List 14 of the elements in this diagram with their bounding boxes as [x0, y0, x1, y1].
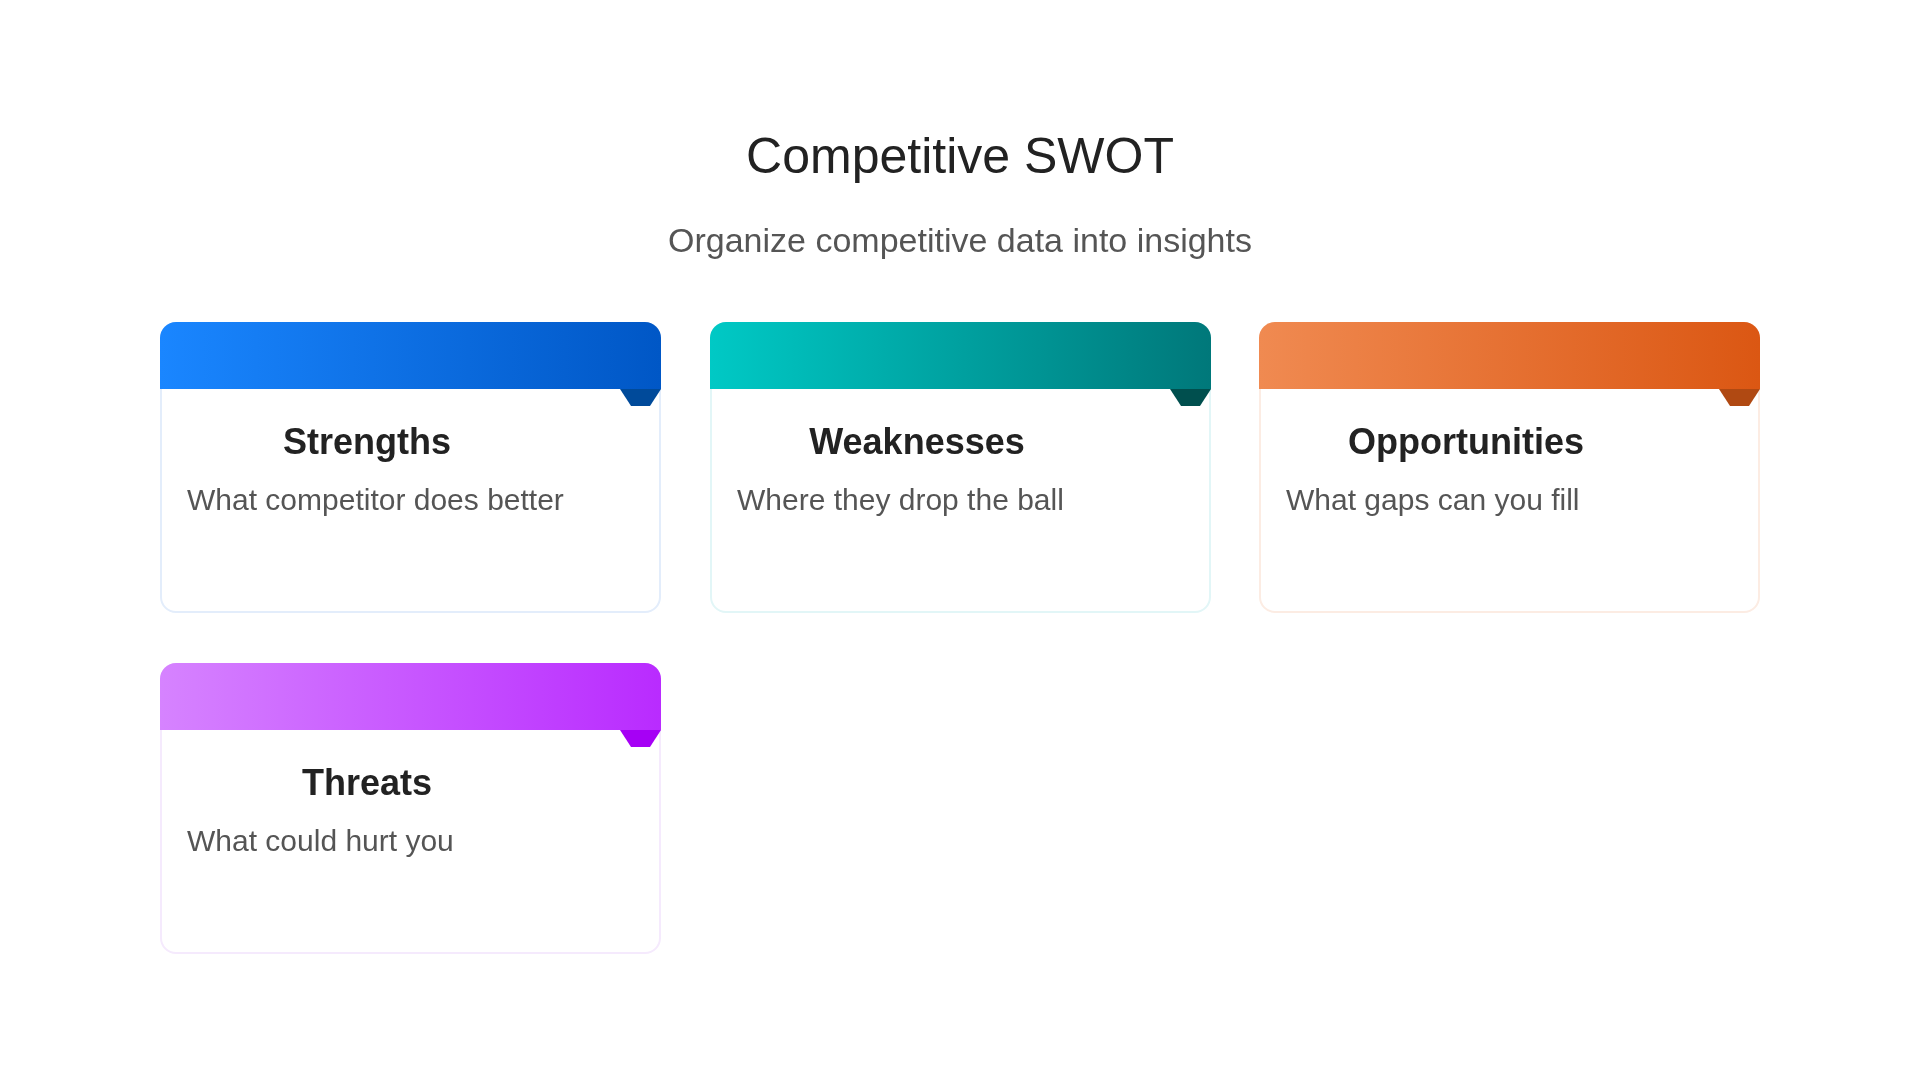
card-description: What could hurt you — [187, 823, 454, 859]
card-heading: Threats — [301, 761, 432, 804]
card — [160, 322, 661, 613]
card-description: What gaps can you fill — [1286, 482, 1580, 518]
card-description: What competitor does better — [187, 482, 564, 518]
card — [160, 663, 661, 954]
card — [1259, 322, 1760, 613]
subtitle: Organize competitive data into insights — [668, 220, 1252, 260]
card-heading: Strengths — [283, 420, 451, 463]
card — [710, 322, 1211, 613]
card-heading: Opportunities — [1348, 420, 1584, 463]
card-description: Where they drop the ball — [737, 482, 1064, 518]
title: Competitive SWOT — [746, 127, 1174, 186]
card-heading: Weaknesses — [809, 420, 1025, 463]
